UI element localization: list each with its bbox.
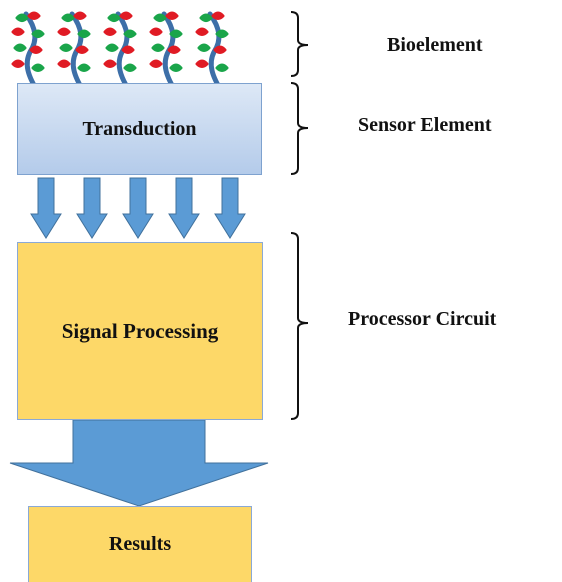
- bioreceptor-icon: [11, 11, 45, 95]
- transduction-arrow: [76, 177, 108, 239]
- signal-processing-label: Signal Processing: [61, 318, 219, 343]
- output-arrow: [9, 419, 269, 507]
- brace-bioelement: [290, 11, 309, 77]
- transduction-arrow: [168, 177, 200, 239]
- sensor-element-label: Sensor Element: [358, 114, 492, 136]
- bioreceptor-icon: [103, 11, 137, 95]
- bioreceptor-icon: [149, 11, 183, 95]
- transduction-label: Transduction: [82, 117, 197, 140]
- signal-processing-box: Signal Processing: [17, 242, 263, 420]
- transduction-arrow: [122, 177, 154, 239]
- results-label: Results: [108, 533, 172, 555]
- transduction-arrow: [214, 177, 246, 239]
- bioreceptor-icon: [57, 11, 91, 95]
- transduction-box: Transduction: [17, 83, 262, 175]
- brace-sensor-element: [290, 82, 309, 175]
- transduction-arrow: [30, 177, 62, 239]
- results-box: Results: [28, 506, 252, 582]
- bioreceptor-icon: [195, 11, 229, 95]
- bioelement-label: Bioelement: [387, 34, 483, 56]
- bioreceptor-layer: [11, 11, 229, 95]
- transduction-arrows: [30, 177, 246, 239]
- brace-processor-circuit: [290, 232, 309, 420]
- processor-circuit-label: Processor Circuit: [348, 308, 497, 330]
